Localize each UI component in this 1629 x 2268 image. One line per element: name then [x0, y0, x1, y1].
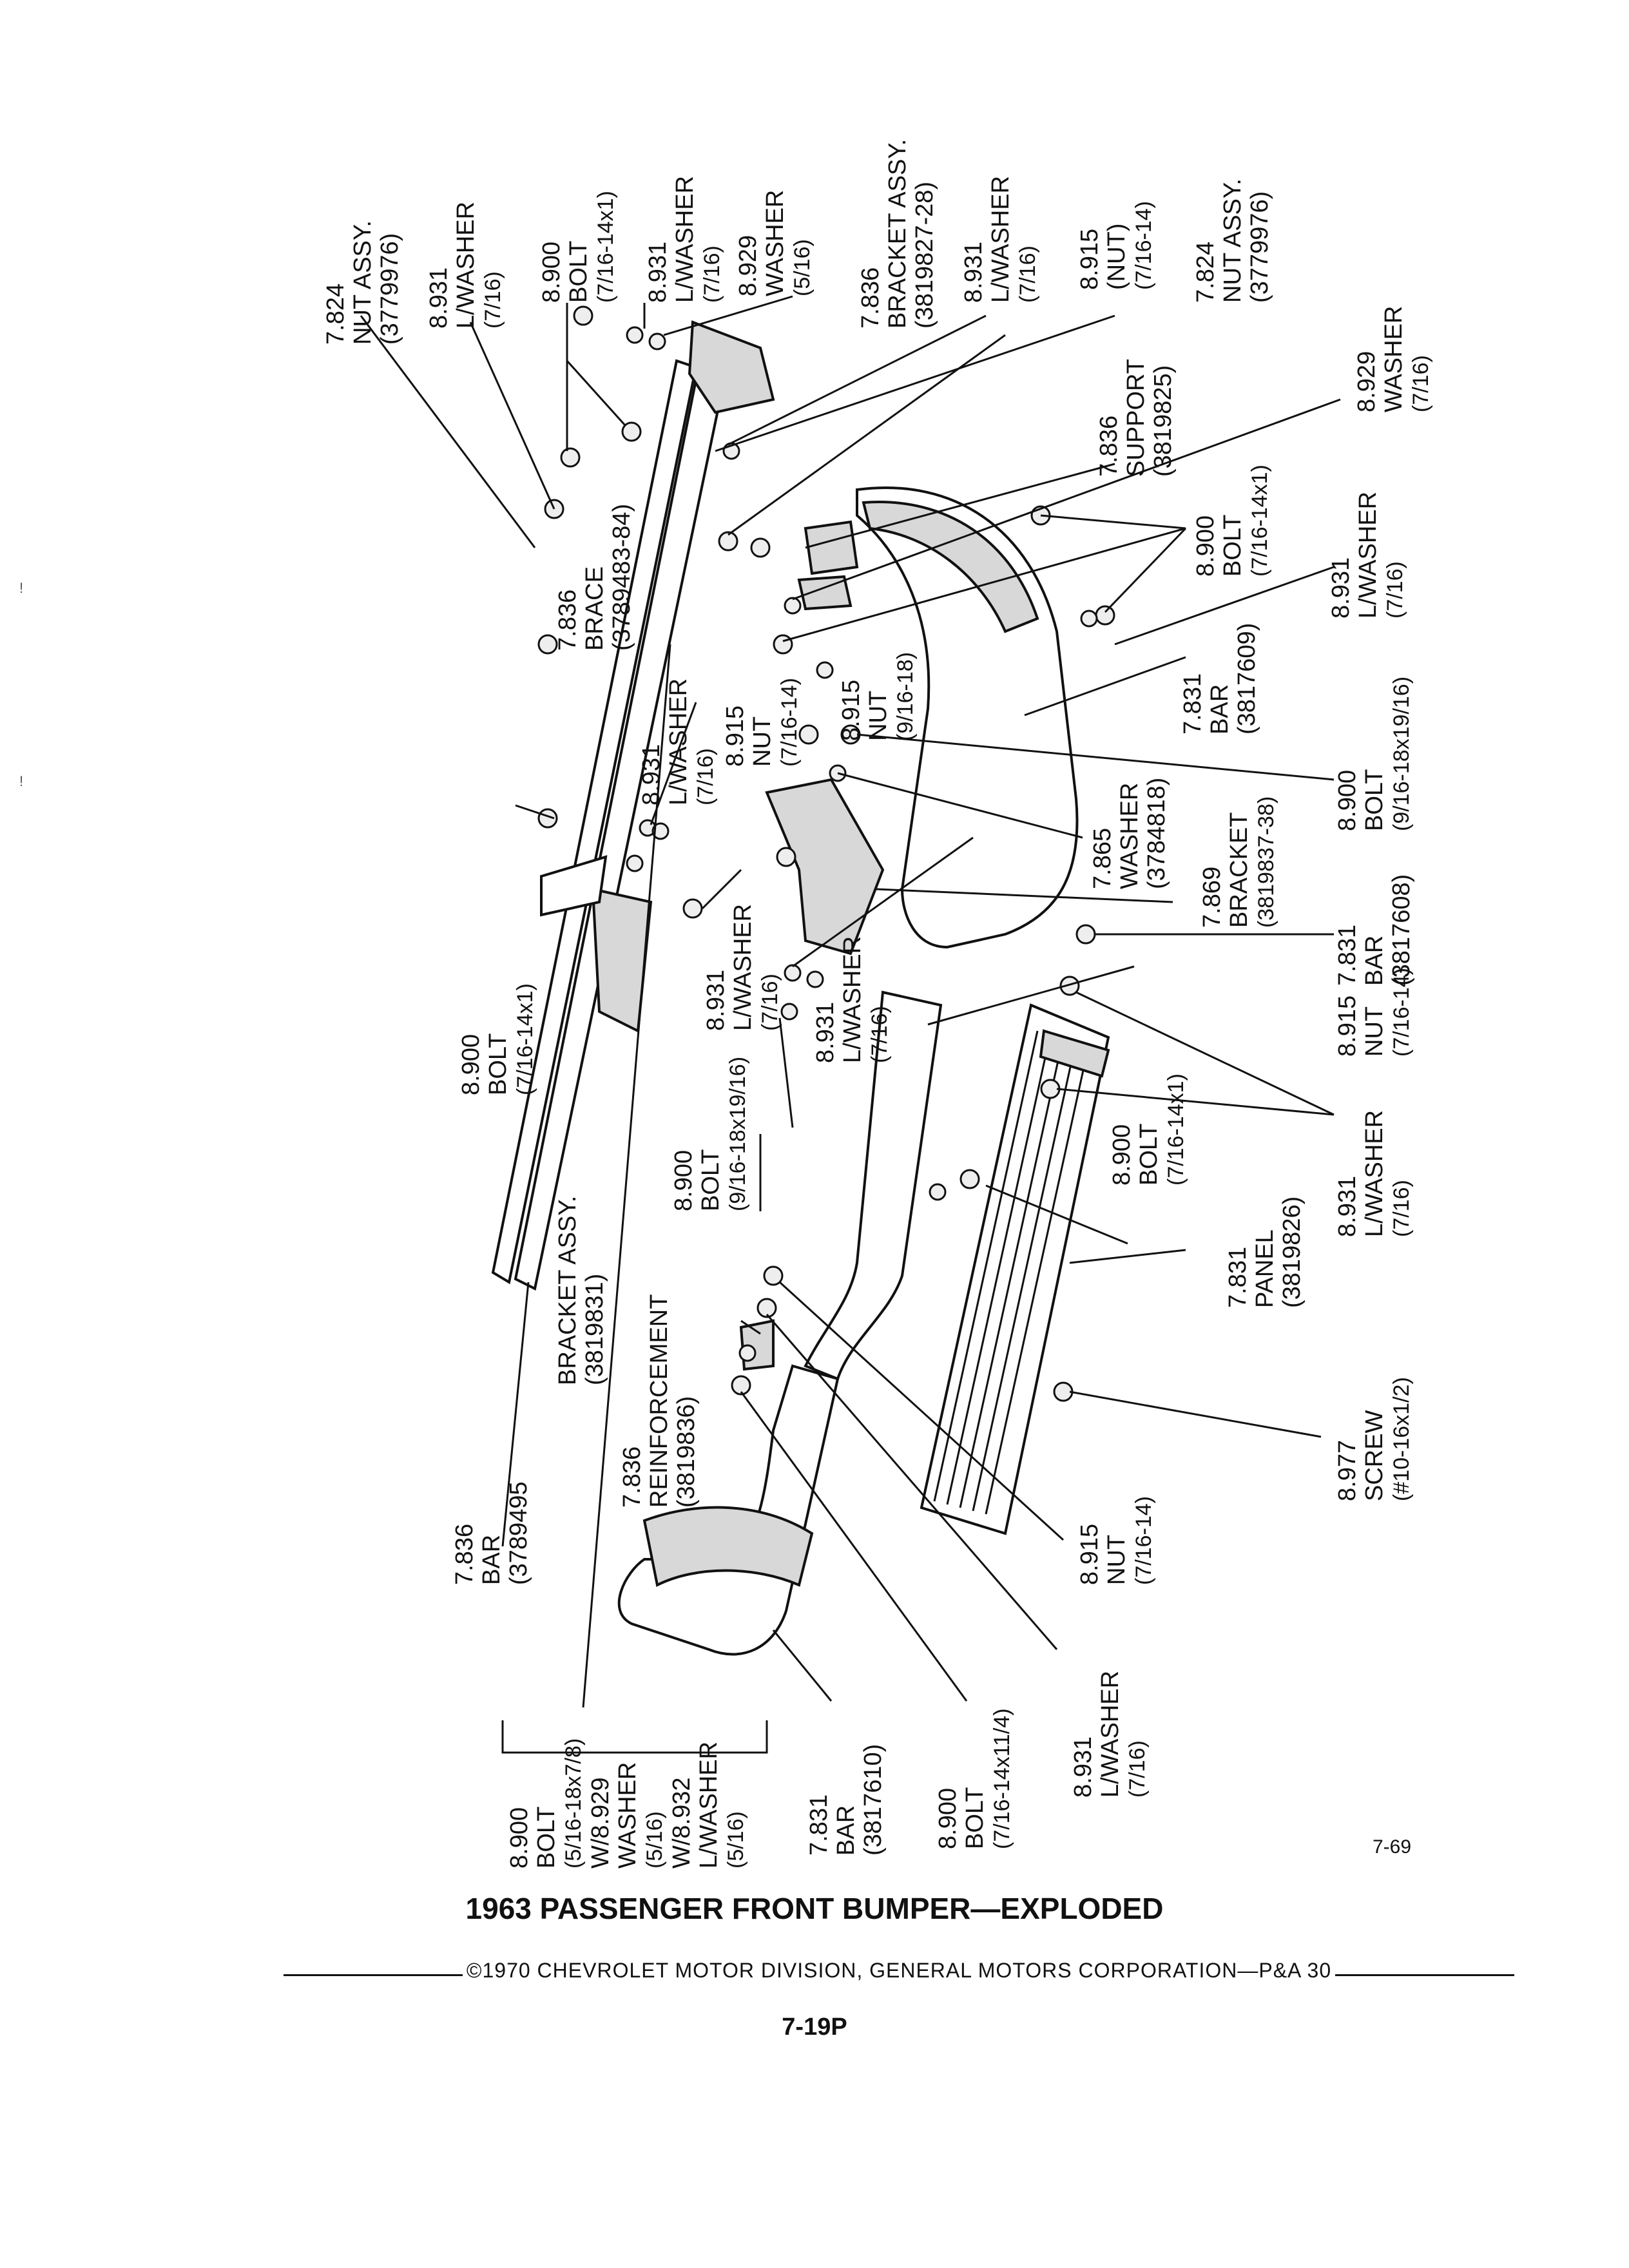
bar-3817609-drawing: [856, 486, 1079, 949]
page-title: 1963 PASSENGER FRONT BUMPER—EXPLODED: [465, 1892, 1164, 1925]
support-3819825-drawing: [797, 520, 859, 611]
callout-bracket-assy-3819831: BRACKET ASSY.(3819831): [554, 1195, 608, 1385]
bracket-3819837-drawing: [765, 778, 885, 956]
diagram-artwork: [360, 295, 1341, 1754]
bar-3817610-drawing: [617, 1364, 840, 1656]
copyright-text: ©1970 CHEVROLET MOTOR DIVISION, GENERAL …: [462, 1959, 1336, 1982]
callout-8915-nut-a: 8.915(NUT)(7/16-14): [1076, 201, 1156, 290]
leader-lines: [360, 295, 1341, 1754]
hardware-items: [537, 305, 1115, 1402]
panel-3819826-drawing: [920, 1003, 1110, 1535]
figure-number: 7-69: [1373, 1836, 1412, 1858]
copyright-footer: ©1970 CHEVROLET MOTOR DIVISION, GENERAL …: [284, 1959, 1514, 1984]
page-number: 7-19P: [782, 2013, 847, 2041]
margin-mark: !: [19, 580, 24, 596]
margin-mark: !: [19, 773, 24, 789]
bracket-assembly-drawing: [491, 320, 775, 1291]
